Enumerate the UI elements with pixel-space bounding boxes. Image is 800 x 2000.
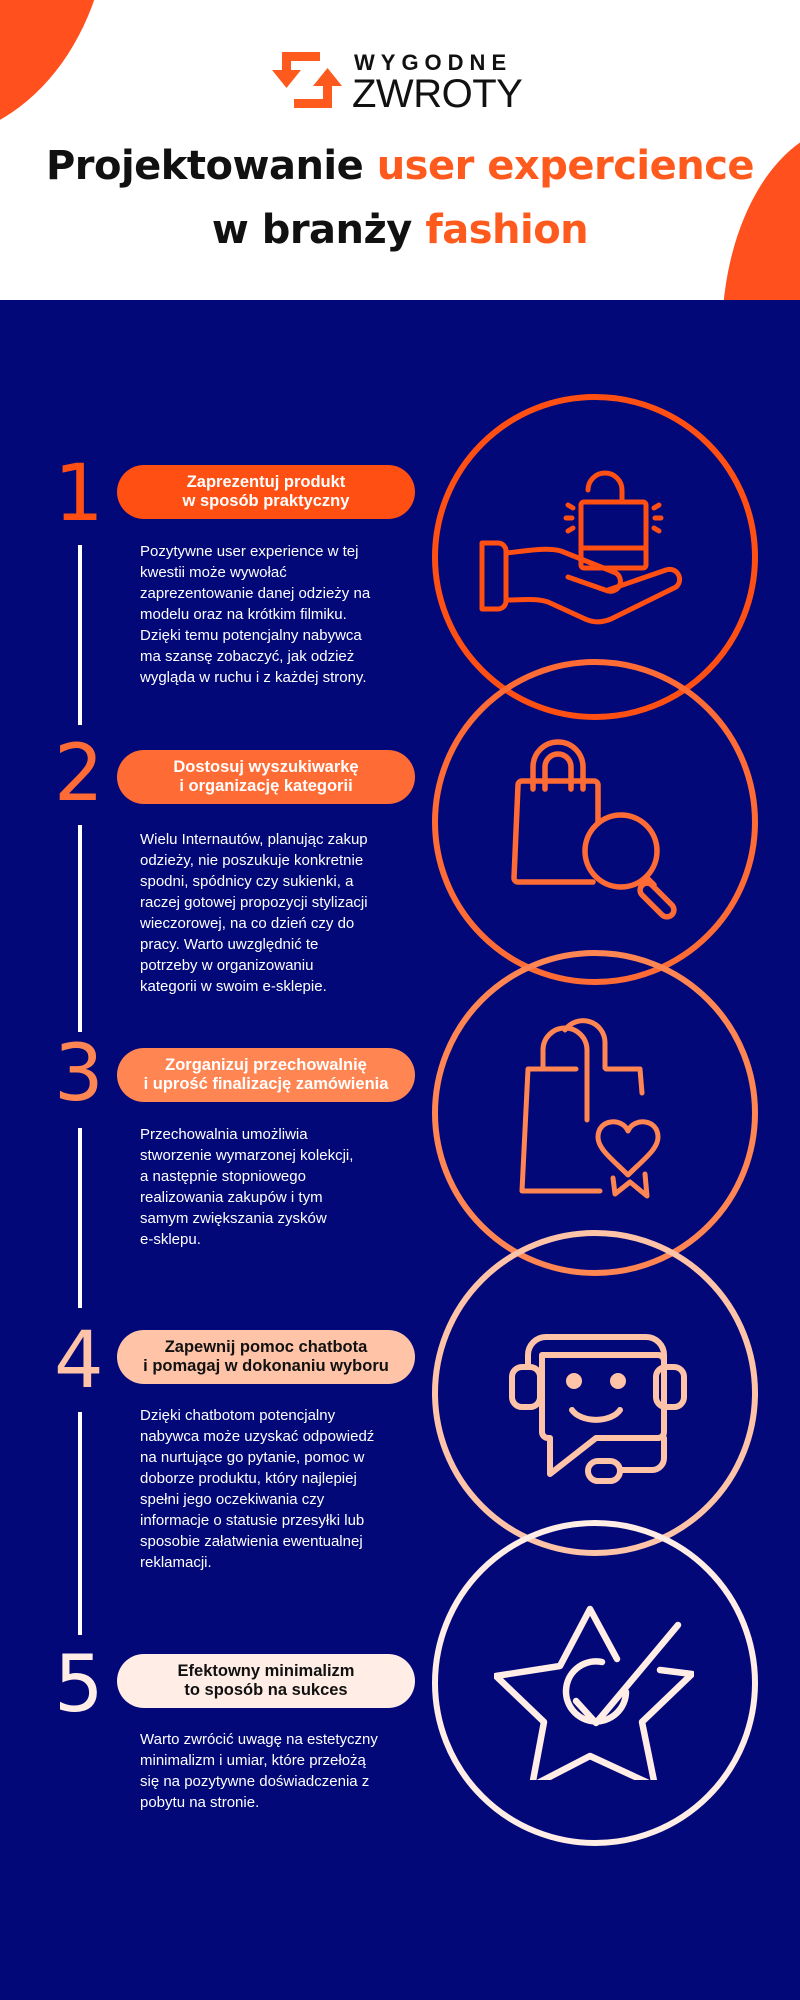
hand-holding-bag-icon bbox=[479, 470, 683, 625]
body-line: Pozytywne user experience w tej bbox=[140, 543, 359, 560]
body-line: spodni, spódnicy czy sukienki, a bbox=[140, 873, 354, 890]
logo: WYGODNE ZWROTY bbox=[272, 50, 523, 116]
body-line: a następnie stopniowego bbox=[140, 1168, 306, 1185]
body-line: Wielu Internautów, planując zakup bbox=[140, 831, 368, 848]
body-line: sposobie załatwienia ewentualnej bbox=[140, 1533, 363, 1550]
body-line: Dzięki temu potencjalny nabywca bbox=[140, 627, 362, 644]
step-divider-line bbox=[78, 1128, 82, 1308]
body-line: stworzenie wymarzonej kolekcji, bbox=[140, 1147, 354, 1164]
step-divider-line bbox=[78, 1412, 82, 1635]
step-number-1: 1 bbox=[54, 449, 104, 539]
body-line: reklamacji. bbox=[140, 1554, 212, 1571]
step-heading-line: w sposób praktyczny bbox=[182, 492, 350, 510]
star-check-icon bbox=[494, 1605, 694, 1780]
step-heading-5: Efektowny minimalizm to sposób na sukces bbox=[117, 1654, 415, 1708]
logo-text-bottom: ZWROTY bbox=[352, 72, 523, 116]
body-line: doborze produktu, który najlepiej bbox=[140, 1470, 357, 1487]
body-line: kategorii w swoim e-sklepie. bbox=[140, 978, 327, 995]
step-divider-line bbox=[78, 545, 82, 725]
title-accent: user expercience bbox=[376, 143, 755, 189]
decorative-orange-blob bbox=[0, 0, 110, 140]
step-heading-line: Zaprezentuj produkt bbox=[186, 473, 346, 491]
body-line: spełni jego oczekiwania czy bbox=[140, 1491, 325, 1508]
step-heading-1: Zaprezentuj produkt w sposób praktyczny bbox=[117, 465, 415, 519]
step-body-1: Pozytywne user experience w tej kwestii … bbox=[140, 541, 410, 688]
title-plain: Projektowanie bbox=[45, 143, 377, 189]
bag-heart-icon bbox=[519, 1018, 661, 1199]
step-number-3: 3 bbox=[54, 1029, 104, 1119]
step-heading-line: Efektowny minimalizm bbox=[177, 1662, 355, 1680]
body-line: informacje o statusie przesyłki lub bbox=[140, 1512, 365, 1529]
step-number-2: 2 bbox=[54, 729, 104, 819]
body-line: ma szansę zobaczyć, jak odzież bbox=[140, 648, 355, 665]
bag-search-icon bbox=[511, 739, 677, 920]
body-line: raczej gotowej propozycji stylizacji bbox=[140, 894, 368, 911]
step-heading-line: i pomagaj w dokonaniu wyboru bbox=[143, 1357, 389, 1375]
step-number-5: 5 bbox=[54, 1640, 104, 1730]
logo-text-top: WYGODNE bbox=[354, 50, 513, 75]
body-line: się na pozytywne doświadczenia z bbox=[140, 1773, 370, 1790]
step-heading-line: i organizację kategorii bbox=[179, 777, 353, 795]
icon-ring-5 bbox=[432, 1520, 758, 1846]
return-arrows-icon bbox=[272, 52, 342, 108]
body-line: Przechowalnia umożliwia bbox=[140, 1126, 308, 1143]
body-line: potrzeby w organizowaniu bbox=[140, 957, 314, 974]
step-heading-3: Zorganizuj przechowalnię i uprość finali… bbox=[117, 1048, 415, 1102]
body-line: samym zwiększania zysków bbox=[140, 1210, 327, 1227]
title-accent: fashion bbox=[425, 207, 589, 253]
step-heading-4: Zapewnij pomoc chatbota i pomagaj w doko… bbox=[117, 1330, 415, 1384]
body-line: kwestii może wywołać bbox=[140, 564, 287, 581]
body-line: nabywca może uzyskać odpowiedź bbox=[140, 1428, 375, 1445]
body-line: odzieży, nie poszukuje konkretnie bbox=[140, 852, 364, 869]
body-line: Warto zwrócić uwagę na estetyczny bbox=[140, 1731, 378, 1748]
body-line: pracy. Warto uwzględnić te bbox=[140, 936, 319, 953]
page-title-line-1: Projektowanie user expercience bbox=[0, 143, 800, 189]
step-body-5: Warto zwrócić uwagę na estetyczny minima… bbox=[140, 1729, 410, 1813]
step-heading-line: Dostosuj wyszukiwarkę bbox=[173, 758, 359, 776]
body-line: Dzięki chatbotom potencjalny bbox=[140, 1407, 336, 1424]
step-number-4: 4 bbox=[54, 1316, 104, 1406]
body-line: na nurtujące go pytanie, pomoc w bbox=[140, 1449, 365, 1466]
page-title-line-2: w branży fashion bbox=[0, 207, 800, 253]
title-plain: w branży bbox=[211, 207, 426, 253]
chatbot-headset-icon bbox=[509, 1334, 687, 1484]
step-body-3: Przechowalnia umożliwia stworzenie wymar… bbox=[140, 1124, 410, 1250]
step-divider-line bbox=[78, 825, 82, 1032]
body-line: realizowania zakupów i tym bbox=[140, 1189, 323, 1206]
body-line: modelu oraz na krótkim filmiku. bbox=[140, 606, 347, 623]
step-heading-line: to sposób na sukces bbox=[184, 1681, 348, 1699]
body-line: minimalizm i umiar, które przełożą bbox=[140, 1752, 366, 1769]
body-line: wygląda w ruchu i z każdej strony. bbox=[140, 669, 367, 686]
step-body-4: Dzięki chatbotom potencjalny nabywca moż… bbox=[140, 1405, 410, 1573]
header: WYGODNE ZWROTY Projektowanie user experc… bbox=[0, 0, 800, 300]
step-body-2: Wielu Internautów, planując zakup odzież… bbox=[140, 829, 410, 997]
step-heading-line: i uprość finalizację zamówienia bbox=[143, 1075, 389, 1093]
body-line: e-sklepu. bbox=[140, 1231, 201, 1248]
body-line: zaprezentowanie danej odzieży na bbox=[140, 585, 371, 602]
step-heading-line: Zapewnij pomoc chatbota bbox=[164, 1338, 368, 1356]
body-line: wieczorowej, na co dzień czy do bbox=[140, 915, 355, 932]
step-heading-2: Dostosuj wyszukiwarkę i organizację kate… bbox=[117, 750, 415, 804]
body-line: pobytu na stronie. bbox=[140, 1794, 260, 1811]
step-heading-line: Zorganizuj przechowalnię bbox=[165, 1056, 367, 1074]
